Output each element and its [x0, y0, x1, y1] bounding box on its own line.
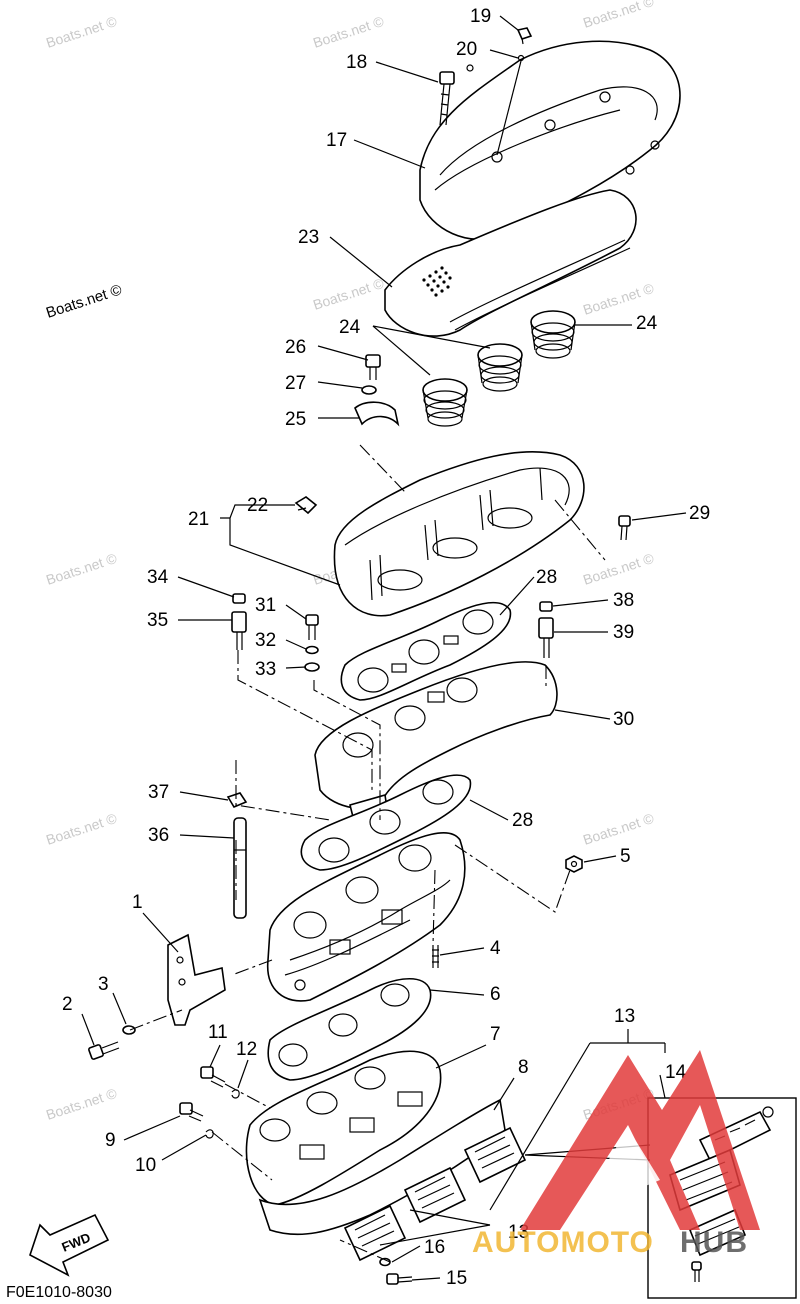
watermark: Boats.net ©: [581, 550, 656, 588]
manifold-bolts: [179, 1066, 240, 1139]
cover-gasket: [384, 189, 637, 337]
callout-34: 34: [147, 567, 169, 588]
adapter-bolts: [304, 614, 320, 672]
fwd-arrow-icon: FWD: [29, 1213, 110, 1277]
callout-28-lower: 28: [512, 810, 533, 831]
silencer-cover: [419, 40, 681, 240]
callout-19: 19: [470, 6, 491, 27]
callout-11: 11: [208, 1022, 228, 1043]
callout-17: 17: [326, 130, 347, 151]
intake-manifold: [245, 1050, 506, 1236]
callout-5: 5: [620, 846, 631, 867]
silencer-box: [333, 451, 585, 617]
automotohub-logo: AUTOMOTO HUB: [472, 1050, 760, 1259]
brand-hub: HUB: [680, 1226, 748, 1259]
callout-1: 1: [132, 892, 143, 913]
callout-8: 8: [518, 1057, 529, 1078]
callout-28-upper: 28: [536, 567, 557, 588]
callout-16: 16: [424, 1237, 445, 1258]
bracket-assembly: [354, 354, 400, 427]
callout-25: 25: [285, 409, 306, 430]
callout-18: 18: [346, 52, 367, 73]
lower-bolt: [379, 1257, 413, 1285]
watermark: Boats.net ©: [581, 0, 656, 31]
assembly-lines: [129, 444, 606, 1263]
carburetor-assembly: [267, 832, 466, 1002]
gasket-lower: [300, 774, 472, 871]
callout-9: 9: [105, 1130, 116, 1151]
watermark: Boats.net ©: [311, 13, 386, 51]
callout-30: 30: [613, 709, 634, 730]
hose-fitting: [294, 496, 318, 515]
callout-29: 29: [689, 503, 710, 524]
callout-37: 37: [148, 782, 169, 803]
callout-27: 27: [285, 373, 306, 394]
watermark: Boats.net ©: [44, 1085, 119, 1123]
callout-32: 32: [255, 630, 276, 651]
box-bolt: [618, 515, 631, 541]
intake-sleeves: [422, 310, 576, 427]
callout-2: 2: [62, 994, 73, 1015]
callout-12: 12: [236, 1039, 257, 1060]
stud-left: [231, 593, 247, 650]
callout-36: 36: [148, 825, 169, 846]
watermark: Boats.net ©: [311, 275, 386, 313]
callout-24-left: 24: [339, 317, 361, 338]
stud: [432, 945, 439, 968]
hose-tube: [233, 817, 247, 919]
watermark-dark: Boats.net ©: [44, 281, 124, 321]
nut: [565, 855, 583, 873]
callout-numbers: 19 20 18 17 23 24 24 26 27 25 22 21 29 2…: [62, 6, 710, 1289]
callout-33: 33: [255, 659, 276, 680]
brand-automoto: AUTOMOTO: [472, 1226, 654, 1259]
watermark: Boats.net ©: [44, 810, 119, 848]
callout-13-top: 13: [614, 1006, 635, 1027]
bracket-bolt: [88, 1025, 136, 1060]
callout-15: 15: [446, 1268, 467, 1289]
callout-38: 38: [613, 590, 634, 611]
callout-24-right: 24: [636, 313, 658, 334]
callout-26: 26: [285, 337, 306, 358]
cover-bolt: [439, 71, 455, 126]
callout-4: 4: [490, 938, 501, 959]
callout-14: 14: [665, 1062, 687, 1083]
callout-23: 23: [298, 227, 319, 248]
callout-35: 35: [147, 610, 168, 631]
diagram-code: F0E1010-8030: [6, 1284, 112, 1301]
gasket-upper: [340, 601, 512, 701]
cap-screw: [516, 27, 533, 45]
watermark: Boats.net ©: [44, 13, 119, 51]
callout-39: 39: [613, 622, 634, 643]
manifold-gasket: [267, 978, 432, 1081]
callout-21: 21: [188, 509, 209, 530]
o-ring: [517, 54, 525, 62]
watermark: Boats.net ©: [581, 810, 656, 848]
callout-10: 10: [135, 1155, 156, 1176]
callout-6: 6: [490, 984, 501, 1005]
callout-31: 31: [255, 595, 276, 616]
callout-22: 22: [247, 495, 268, 516]
callout-7: 7: [490, 1024, 501, 1045]
leader-lines: [81, 15, 687, 1281]
callout-20: 20: [456, 39, 477, 60]
callout-3: 3: [98, 974, 109, 995]
mount-bracket: [167, 933, 226, 1026]
stud-right: [538, 601, 554, 658]
watermark: Boats.net ©: [44, 550, 119, 588]
reed-valves: [343, 1126, 527, 1262]
